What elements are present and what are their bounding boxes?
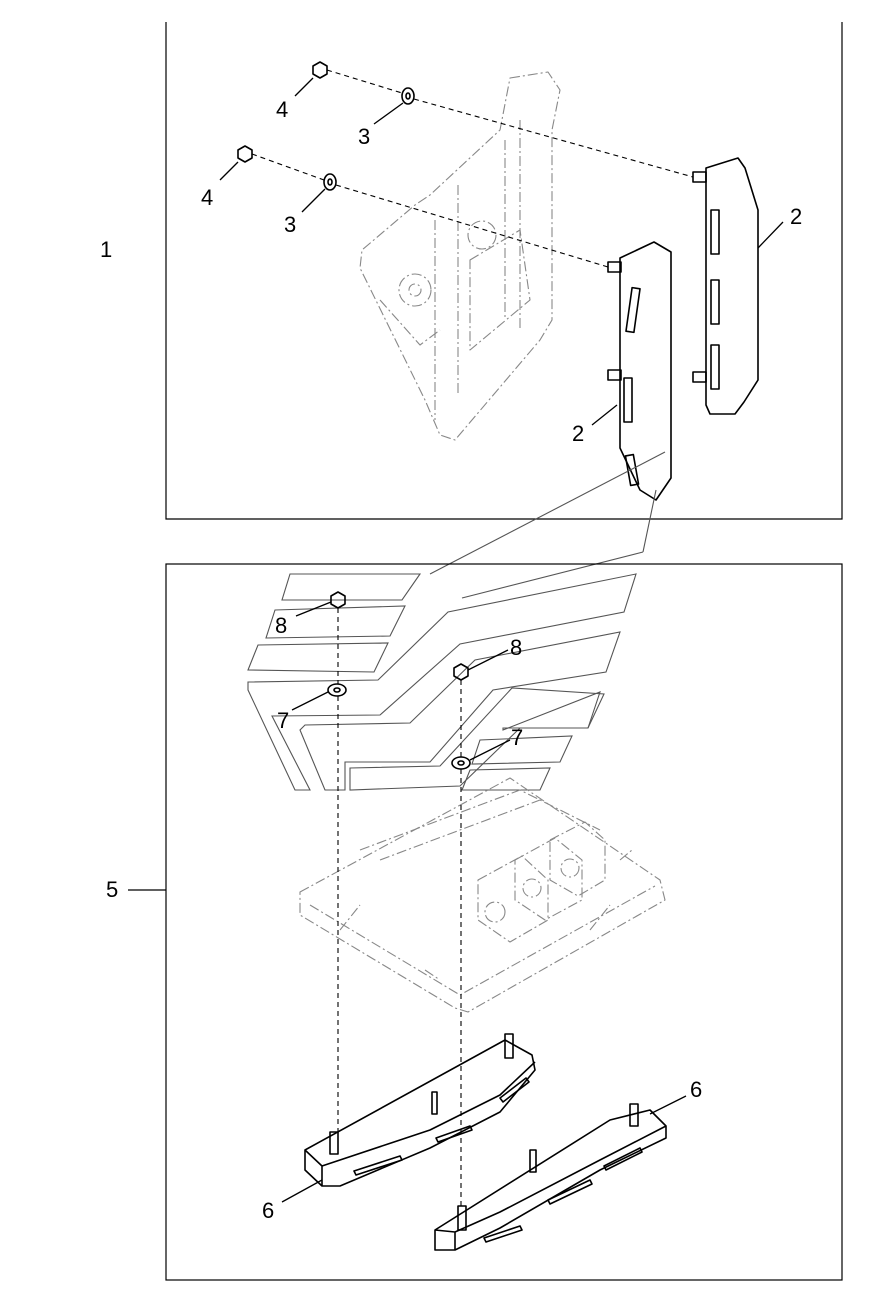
washer-3-lower bbox=[323, 173, 337, 191]
washer-3-upper bbox=[401, 87, 415, 105]
hex-nut-8-right bbox=[453, 663, 469, 681]
plate-6-right bbox=[434, 1103, 667, 1251]
plate-2-front bbox=[607, 241, 672, 501]
leader-lines-top bbox=[219, 77, 784, 426]
bottom-panel-frame bbox=[165, 563, 843, 1281]
top-panel-frame bbox=[165, 22, 843, 520]
callout-2-front: 2 bbox=[572, 421, 584, 446]
callout-3-upper: 3 bbox=[358, 124, 370, 149]
leader-lines-bottom bbox=[128, 601, 687, 1203]
washer-7-left bbox=[327, 683, 347, 697]
ghost-base-frame bbox=[299, 777, 666, 1013]
hex-nut-4-upper bbox=[312, 61, 328, 79]
hex-nut-8-left bbox=[330, 591, 346, 609]
callout-7-right: 7 bbox=[511, 725, 523, 750]
washer-7-right bbox=[451, 756, 471, 770]
ghost-bracket-top bbox=[359, 71, 561, 441]
callout-7-left: 7 bbox=[277, 708, 289, 733]
callout-6-left: 6 bbox=[262, 1198, 274, 1223]
assembly-lines-top bbox=[251, 69, 694, 268]
plate-2-rear bbox=[692, 157, 759, 415]
callout-8-right: 8 bbox=[510, 635, 522, 660]
callout-2-rear: 2 bbox=[790, 204, 802, 229]
assembly-lines-bottom bbox=[337, 608, 462, 1206]
callout-4-lower: 4 bbox=[201, 185, 213, 210]
callout-8-left: 8 bbox=[275, 613, 287, 638]
hex-nut-4-lower bbox=[237, 145, 253, 163]
callout-4-upper: 4 bbox=[276, 97, 288, 122]
callout-1: 1 bbox=[100, 237, 112, 262]
enlarged-plate-detail bbox=[247, 573, 637, 791]
callout-6-right: 6 bbox=[690, 1077, 702, 1102]
plate-6-left bbox=[304, 1033, 536, 1187]
detail-connector-lines bbox=[429, 451, 666, 599]
callout-5: 5 bbox=[106, 877, 118, 902]
callout-3-lower: 3 bbox=[284, 212, 296, 237]
